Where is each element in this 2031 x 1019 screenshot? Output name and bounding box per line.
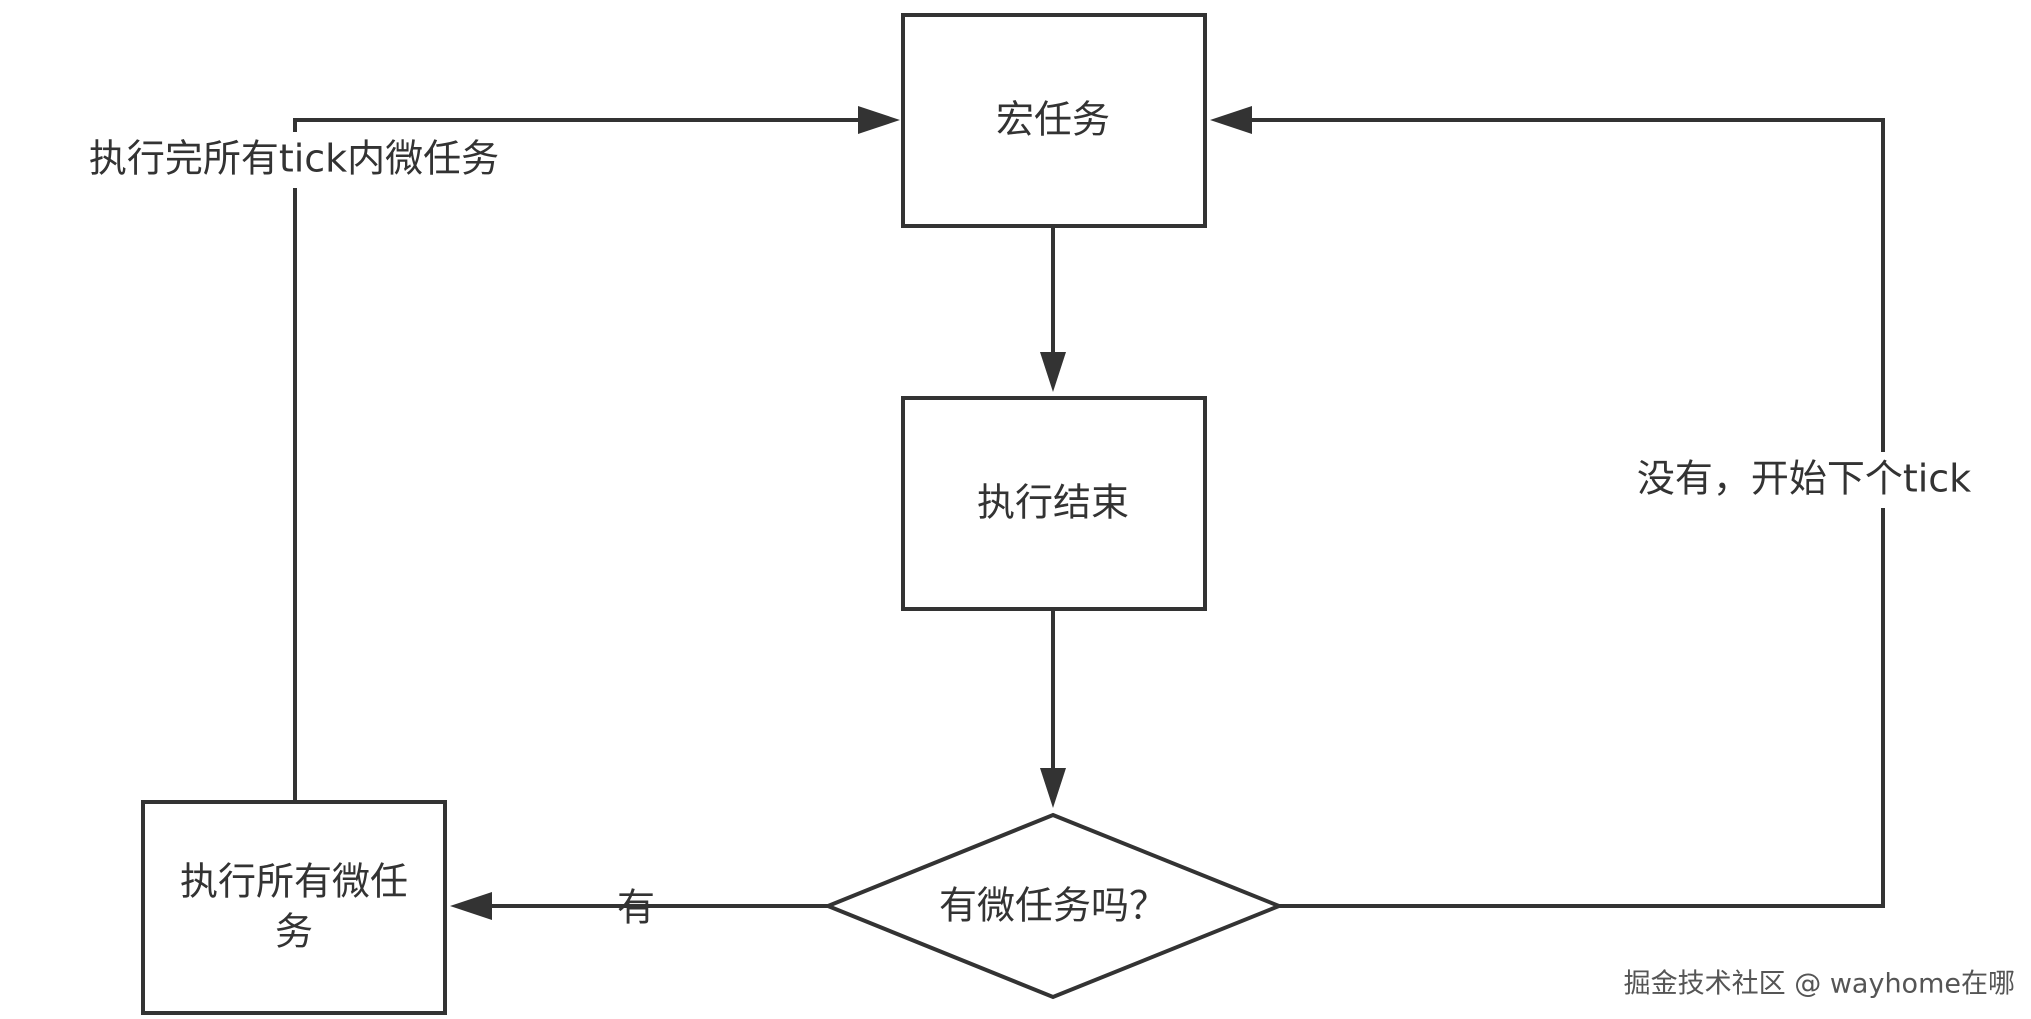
edge-label-after-microtasks: 执行完所有tick内微任务	[89, 137, 499, 181]
run-microtasks-label-line1: 执行所有微任	[180, 860, 408, 904]
arrowhead-to-microtasks	[450, 892, 492, 920]
macro-task-box	[901, 13, 1207, 228]
execution-end-label: 执行结束	[977, 481, 1129, 525]
execution-end-box	[901, 396, 1207, 611]
run-microtasks-box	[141, 800, 447, 1015]
decision-diamond	[822, 812, 1285, 1000]
edge-label-after-bg	[80, 132, 508, 188]
edge-microtasks-to-macro	[293, 118, 860, 800]
run-microtasks-label-line2: 务	[275, 910, 313, 954]
watermark-text: 掘金技术社区 @ wayhome在哪	[1624, 969, 2015, 1000]
arrowhead-to-decision	[1040, 768, 1066, 808]
edge-label-no-next-tick: 没有，开始下个tick	[1637, 457, 1971, 501]
edge-decision-to-macro	[1250, 118, 1885, 908]
edge-label-no-bg	[1628, 452, 1980, 508]
arrowhead-to-end	[1040, 352, 1066, 392]
decision-label: 有微任务吗？	[939, 884, 1167, 928]
arrowhead-to-macro-left	[858, 106, 900, 134]
macro-task-label: 宏任务	[996, 98, 1110, 142]
arrowhead-to-macro-right	[1210, 106, 1252, 134]
edge-label-yes: 有	[617, 886, 655, 930]
